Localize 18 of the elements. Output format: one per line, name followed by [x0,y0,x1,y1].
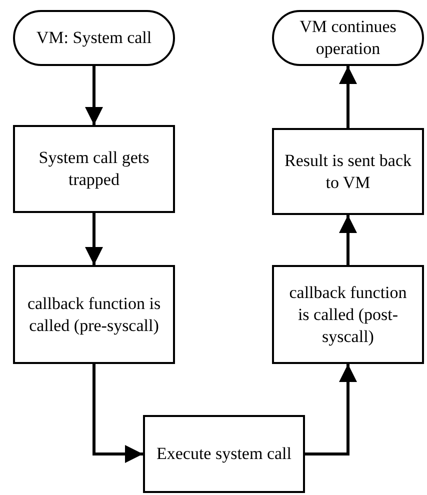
arrow [92,364,143,463]
arrow [339,66,357,128]
process-box [13,265,175,364]
arrow [85,213,103,265]
process-box [272,128,424,215]
process-box [272,265,424,364]
arrow [305,364,357,456]
node-label: VM: System call [36,27,152,49]
process-box [13,125,175,213]
node-label: callback function is called (pre-syscall) [26,292,162,336]
node-label: System call gets trapped [38,147,150,191]
arrow [85,66,103,125]
arrow [339,215,357,265]
node-label: VM continues operation [298,16,398,60]
process-box [143,415,305,493]
node-label: Execute system call [156,443,292,465]
node-label: callback function is called (post-syscall) [288,282,408,348]
node-label: Result is sent back to VM [283,150,412,194]
